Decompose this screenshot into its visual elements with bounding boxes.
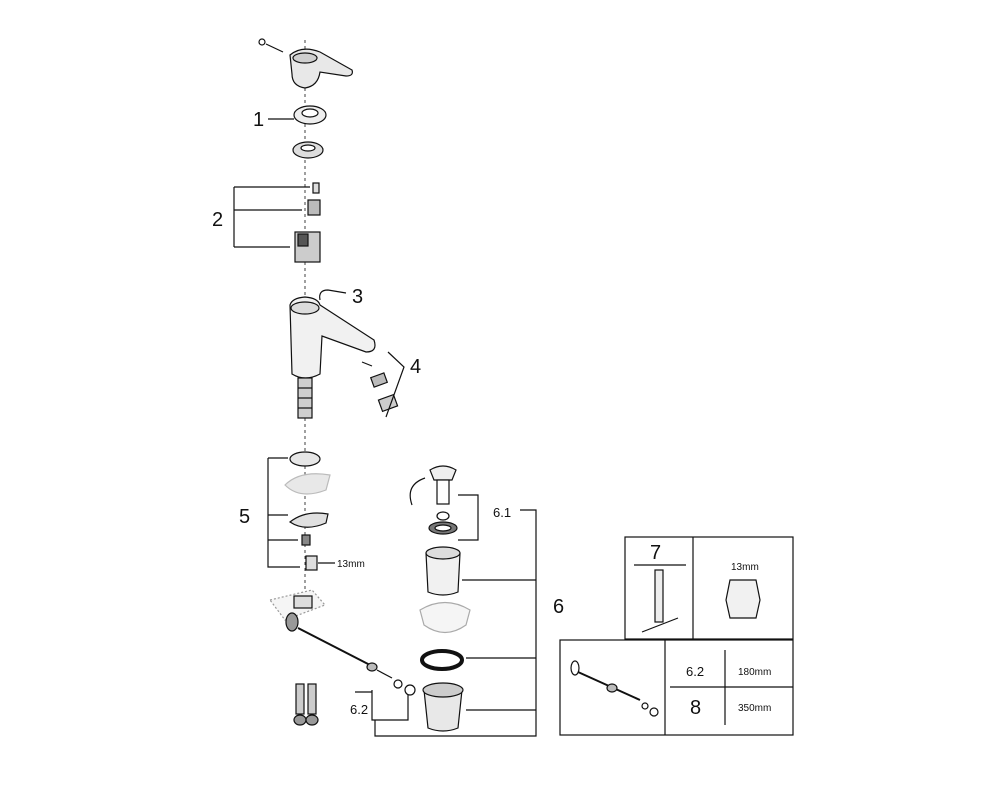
label-4: 4 <box>410 356 421 378</box>
label-6-1: 6.1 <box>493 505 511 520</box>
part-lever-handle <box>258 38 353 89</box>
part-popup-rod <box>268 589 416 721</box>
part-4-aerator <box>361 351 405 418</box>
label-1: 1 <box>253 109 264 131</box>
label-6-2: 6.2 <box>350 702 368 717</box>
inset-label-8-size: 350mm <box>738 703 771 714</box>
label-6: 6 <box>553 596 564 618</box>
part-2-cartridge <box>233 182 321 263</box>
part-1-cap <box>268 105 327 125</box>
label-2: 2 <box>212 209 223 231</box>
rod-set-icon <box>570 660 659 717</box>
label-5: 5 <box>239 506 250 528</box>
wrench-tool-icon <box>654 569 664 623</box>
inset-label-8: 8 <box>690 697 701 719</box>
part-nut <box>292 141 324 159</box>
inset-label-6-2: 6.2 <box>686 664 704 679</box>
inset-tools <box>559 536 794 736</box>
label-3: 3 <box>352 286 363 308</box>
inset-label-7: 7 <box>650 542 661 564</box>
socket-13mm-icon <box>725 579 761 619</box>
inset-label-7-size: 13mm <box>731 562 759 573</box>
part-hoses <box>293 683 319 726</box>
part-6-drain <box>374 465 537 737</box>
part-faucet-body <box>289 289 376 419</box>
part-5-mounting <box>267 451 335 571</box>
inset-box-7 <box>624 536 794 640</box>
label-5-size: 13mm <box>337 559 365 570</box>
inset-label-6-2-size: 180mm <box>738 667 771 678</box>
